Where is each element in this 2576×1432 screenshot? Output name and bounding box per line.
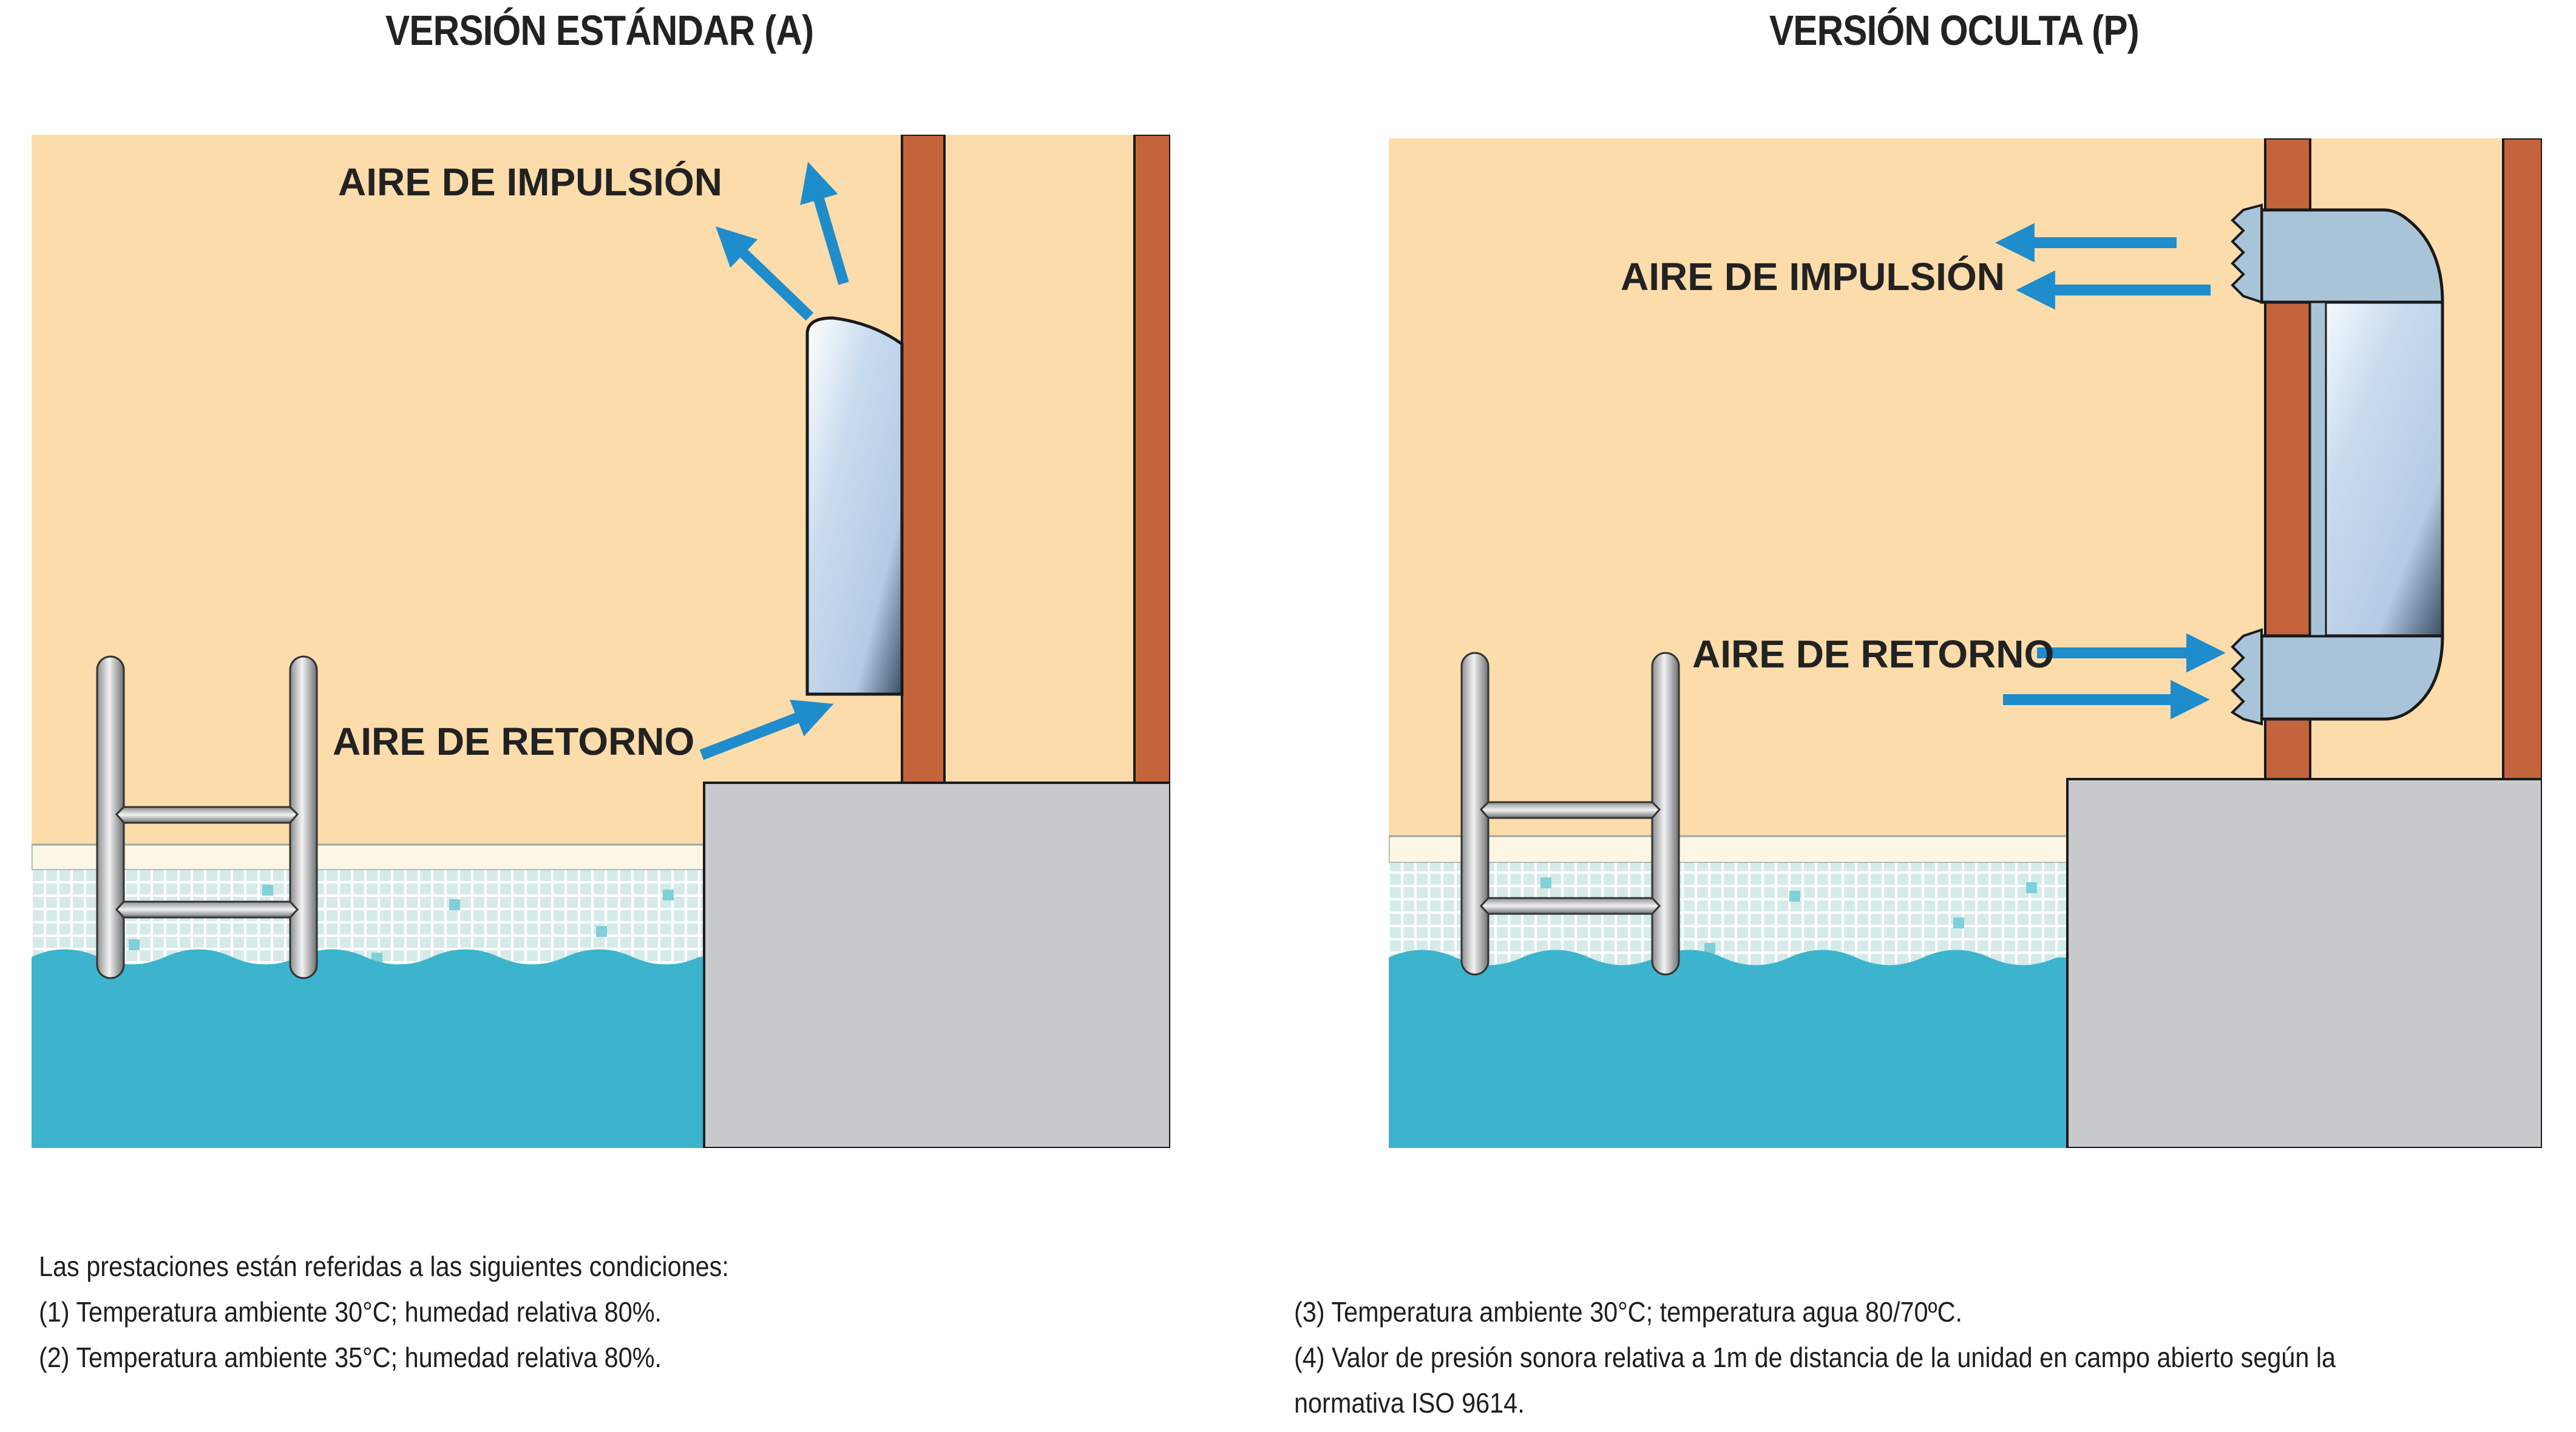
notes-intro: Las prestaciones están referidas a las s…	[39, 1251, 729, 1282]
duct-grille-icon	[2230, 628, 2263, 726]
return-air-label: AIRE DE RETORNO	[1692, 632, 2054, 676]
pool-ladder-icon	[96, 655, 318, 979]
diagram-title-hidden: VERSIÓN OCULTA (P)	[1769, 7, 2140, 54]
note-item: (4) Valor de presión sonora relativa a 1…	[1294, 1342, 2336, 1419]
air-arrow-icon	[800, 161, 849, 285]
pool-water	[32, 949, 705, 1148]
wall-column	[901, 135, 946, 785]
duct-grille-icon	[2231, 203, 2263, 304]
return-air-label: AIRE DE RETORNO	[333, 720, 694, 763]
note-item: (3) Temperatura ambiente 30°C; temperatu…	[1294, 1296, 1963, 1328]
diagram-hidden-version: AIRE DE IMPULSIÓN AIRE DE RETORNO	[1389, 138, 2542, 1148]
air-arrow-icon	[699, 700, 834, 760]
diagram-title-standard: VERSIÓN ESTÁNDAR (A)	[385, 7, 814, 54]
pool-ladder-icon	[1460, 652, 1680, 976]
pool-water	[1389, 950, 2069, 1148]
wall-column	[1133, 135, 1170, 785]
floor-block	[2066, 778, 2542, 1148]
note-item: (2) Temperatura ambiente 35°C; humedad r…	[39, 1342, 662, 1373]
ceiling-unit-icon	[805, 316, 904, 696]
air-arrow-icon	[715, 226, 814, 321]
pool-coping	[1389, 835, 2070, 864]
floor-block	[703, 782, 1170, 1148]
supply-air-label: AIRE DE IMPULSIÓN	[1621, 255, 2005, 299]
duct-unit	[2230, 203, 2444, 726]
conditions-notes-right: (3) Temperatura ambiente 30°C; temperatu…	[1294, 1289, 2452, 1426]
note-item: (1) Temperatura ambiente 30°C; humedad r…	[39, 1296, 662, 1328]
pool-coping	[32, 843, 707, 871]
conditions-notes-left: Las prestaciones están referidas a las s…	[39, 1244, 729, 1380]
diagram-standard-version: AIRE DE IMPULSIÓN AIRE DE RETORNO	[32, 135, 1170, 1148]
wall-column	[2502, 138, 2542, 782]
supply-air-label: AIRE DE IMPULSIÓN	[338, 160, 722, 204]
